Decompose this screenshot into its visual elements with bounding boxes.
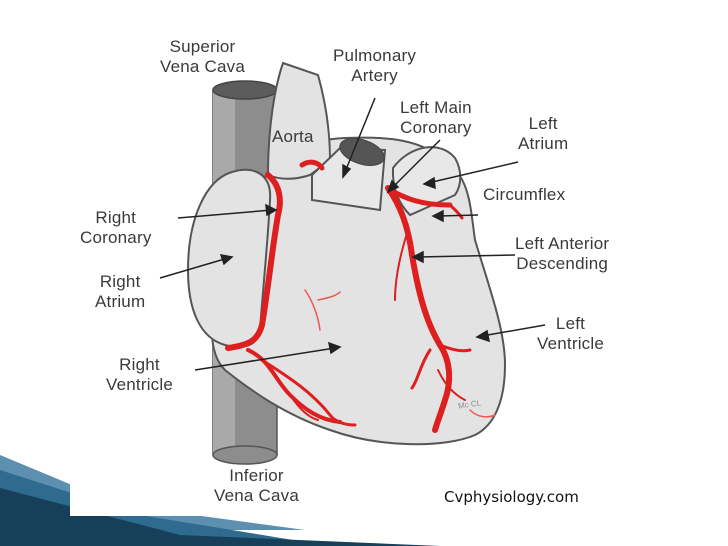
coronary-vessels	[225, 159, 496, 433]
label-circumflex: Circumflex	[483, 185, 566, 204]
slide-corner-decoration	[0, 455, 630, 546]
source-credit: Cvphysiology.com	[444, 488, 579, 506]
aorta	[266, 61, 332, 180]
heart-body	[211, 136, 507, 446]
pointer-arrows	[159, 97, 546, 371]
label-aorta: Aorta	[272, 127, 314, 146]
